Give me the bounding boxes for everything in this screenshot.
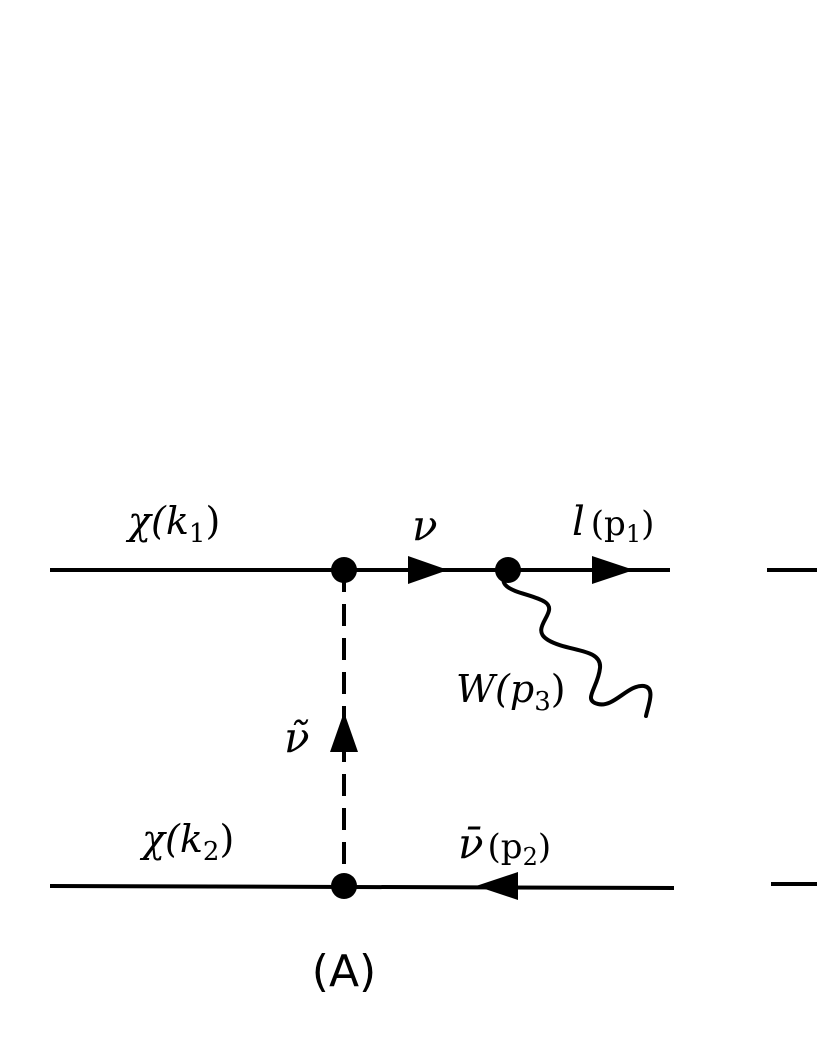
vertex-top-left	[331, 557, 357, 583]
label-sneutrino: ν̃	[284, 713, 310, 762]
bottom-fermion-line	[49, 884, 675, 890]
label-w-p3: W(p3)	[456, 667, 566, 717]
label-chi-k1: χ(k1)	[125, 499, 220, 549]
diagram-caption: (A)	[312, 946, 376, 997]
arrow-lepton-right	[592, 556, 634, 584]
label-nu: ν	[412, 501, 438, 550]
arrow-antinu-left	[476, 872, 518, 900]
vertex-bottom	[331, 873, 357, 899]
arrow-sneutrino-up	[330, 712, 358, 752]
label-chi-k2: χ(k2)	[139, 817, 234, 867]
w-boson-line	[501, 568, 653, 718]
label-lepton-p1: l(p1)	[572, 499, 654, 548]
label-antinu-p2: ν̄(p2)	[458, 819, 551, 871]
vertex-top-right	[495, 557, 521, 583]
arrow-nu-right	[408, 556, 448, 584]
